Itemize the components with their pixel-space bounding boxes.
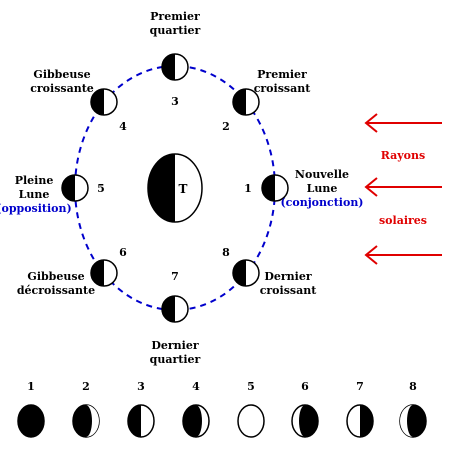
label-3-line2: quartier (150, 24, 201, 37)
row-moon-6-waning-gibbous (291, 404, 319, 438)
label-8-line2: croissant (260, 284, 318, 297)
orbit-number-2: 2 (222, 120, 230, 133)
orbit-number-1: 1 (244, 182, 252, 195)
orbit-number-3: 3 (171, 95, 179, 108)
sun-label-bottom: solaires (379, 214, 427, 227)
row-moon-8-waning-crescent (399, 404, 427, 438)
orbit-number-5: 5 (97, 182, 105, 195)
earth: T (147, 153, 203, 223)
row-moon-3-first-quarter (127, 404, 155, 438)
row-number-7: 7 (356, 380, 364, 393)
row-moon-4-waxing-gibbous (182, 404, 210, 438)
earth-label: T (179, 182, 188, 196)
orbit-moon-5 (61, 174, 89, 202)
row-number-4: 4 (192, 380, 200, 393)
label-5-note: (opposition) (0, 202, 72, 215)
label-7-line2: quartier (150, 353, 201, 366)
row-moon-2-waxing-crescent (72, 404, 100, 438)
row-number-2: 2 (82, 380, 90, 393)
label-7-line1: Dernier (151, 339, 199, 352)
row-number-8: 8 (409, 380, 417, 393)
label-1-line2: Lune (307, 182, 338, 195)
row-moon-5-full (237, 404, 265, 438)
label-5-line1: Pleine (15, 174, 54, 187)
row-number-5: 5 (247, 380, 255, 393)
orbit-number-4: 4 (119, 120, 127, 133)
row-number-6: 6 (301, 380, 309, 393)
label-1-line1: Nouvelle (295, 168, 349, 181)
label-2-line2: croissant (254, 82, 312, 95)
sun-label-top: Rayons (381, 149, 425, 162)
label-4-line1: Gibbeuse (33, 68, 90, 81)
label-2-line1: Premier (257, 68, 307, 81)
row-moon-1-new (17, 404, 45, 438)
row-number-1: 1 (27, 380, 35, 393)
orbit-moon-3 (161, 53, 189, 81)
orbit-number-8: 8 (222, 246, 230, 259)
label-1-note: (conjonction) (280, 196, 363, 209)
label-3-line1: Premier (150, 10, 200, 23)
orbit-moon-6 (90, 259, 118, 287)
label-5-line2: Lune (19, 188, 50, 201)
orbit-moon-8 (232, 259, 260, 287)
orbit-moon-1 (261, 174, 289, 202)
label-6-line2: décroissante (17, 284, 95, 297)
label-4-line2: croissante (30, 82, 94, 95)
row-moon-7-last-quarter (346, 404, 374, 438)
sun-ray-arrow-3 (364, 245, 442, 265)
sun-ray-arrow-1 (364, 113, 442, 133)
label-6-line1: Gibbeuse (27, 270, 84, 283)
row-number-3: 3 (137, 380, 145, 393)
orbit-moon-2 (232, 88, 260, 116)
sun-ray-arrow-2 (364, 177, 442, 197)
orbit-moon-4 (90, 88, 118, 116)
orbit-moon-7 (161, 295, 189, 323)
label-8-line1: Dernier (264, 270, 312, 283)
orbit-number-7: 7 (171, 270, 179, 283)
orbit-number-6: 6 (119, 246, 127, 259)
